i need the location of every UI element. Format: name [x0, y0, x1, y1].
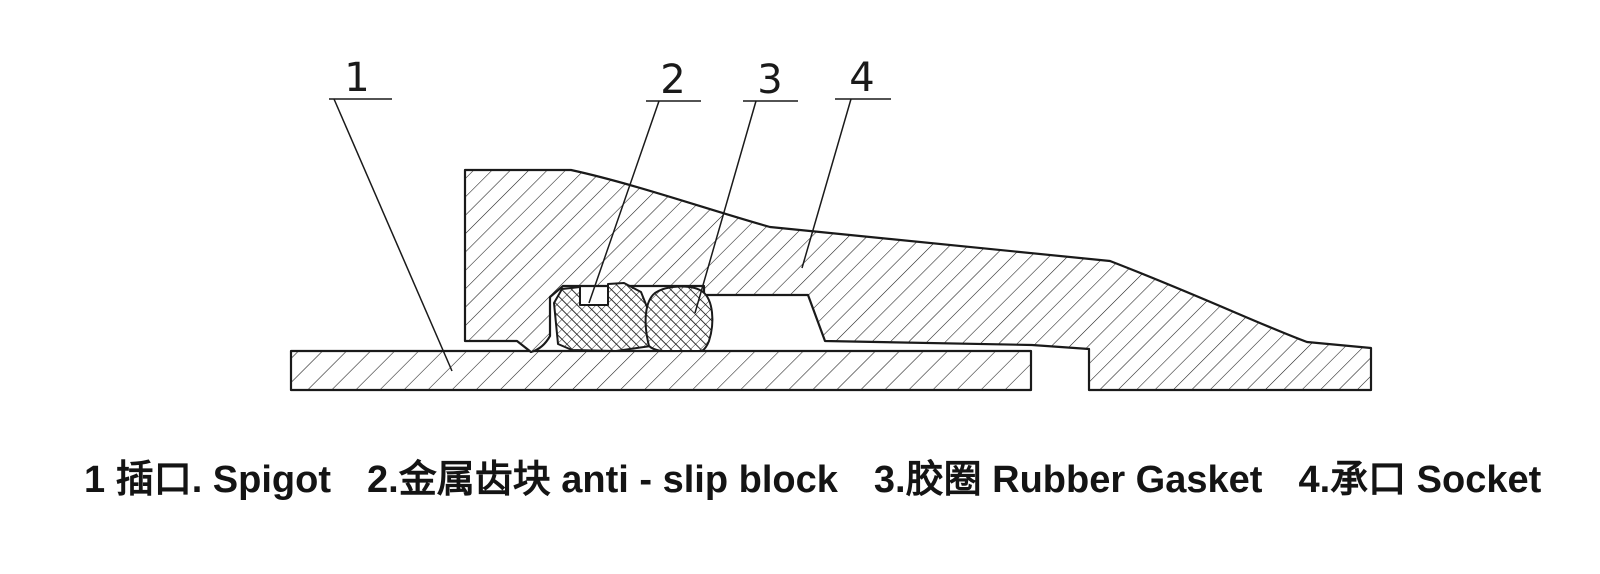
caption-item-spigot: 1 插口. Spigot [84, 459, 332, 501]
caption-item-rubber-gasket: 3.胶圈 Rubber Gasket [873, 459, 1263, 501]
callout-3: 3 [694, 57, 798, 314]
callout-1: 1 [329, 55, 453, 372]
callout-4: 4 [801, 55, 891, 269]
callout-2: 2 [588, 57, 701, 304]
callout-3-number: 3 [757, 57, 782, 103]
callout-3-leader-line [694, 100, 757, 314]
socket-bell-section [463, 168, 1373, 392]
rubber-gasket-section [644, 285, 714, 352]
spigot-pipe-section [289, 349, 1033, 392]
callout-1-number: 1 [344, 55, 369, 101]
figure-caption: 1 插口. Spigot 2.金属齿块 anti - slip block 3.… [84, 448, 1541, 503]
callout-4-number: 4 [849, 55, 874, 101]
callout-2-leader-line [588, 100, 660, 304]
caption-item-socket: 4.承口 Socket [1298, 459, 1542, 501]
caption-item-anti-slip-block: 2.金属齿块 anti - slip block [367, 459, 838, 501]
callout-2-number: 2 [660, 57, 685, 103]
callout-4-leader-line [801, 98, 852, 269]
callout-1-leader-line [333, 98, 453, 372]
anti-slip-block-section [553, 282, 652, 352]
